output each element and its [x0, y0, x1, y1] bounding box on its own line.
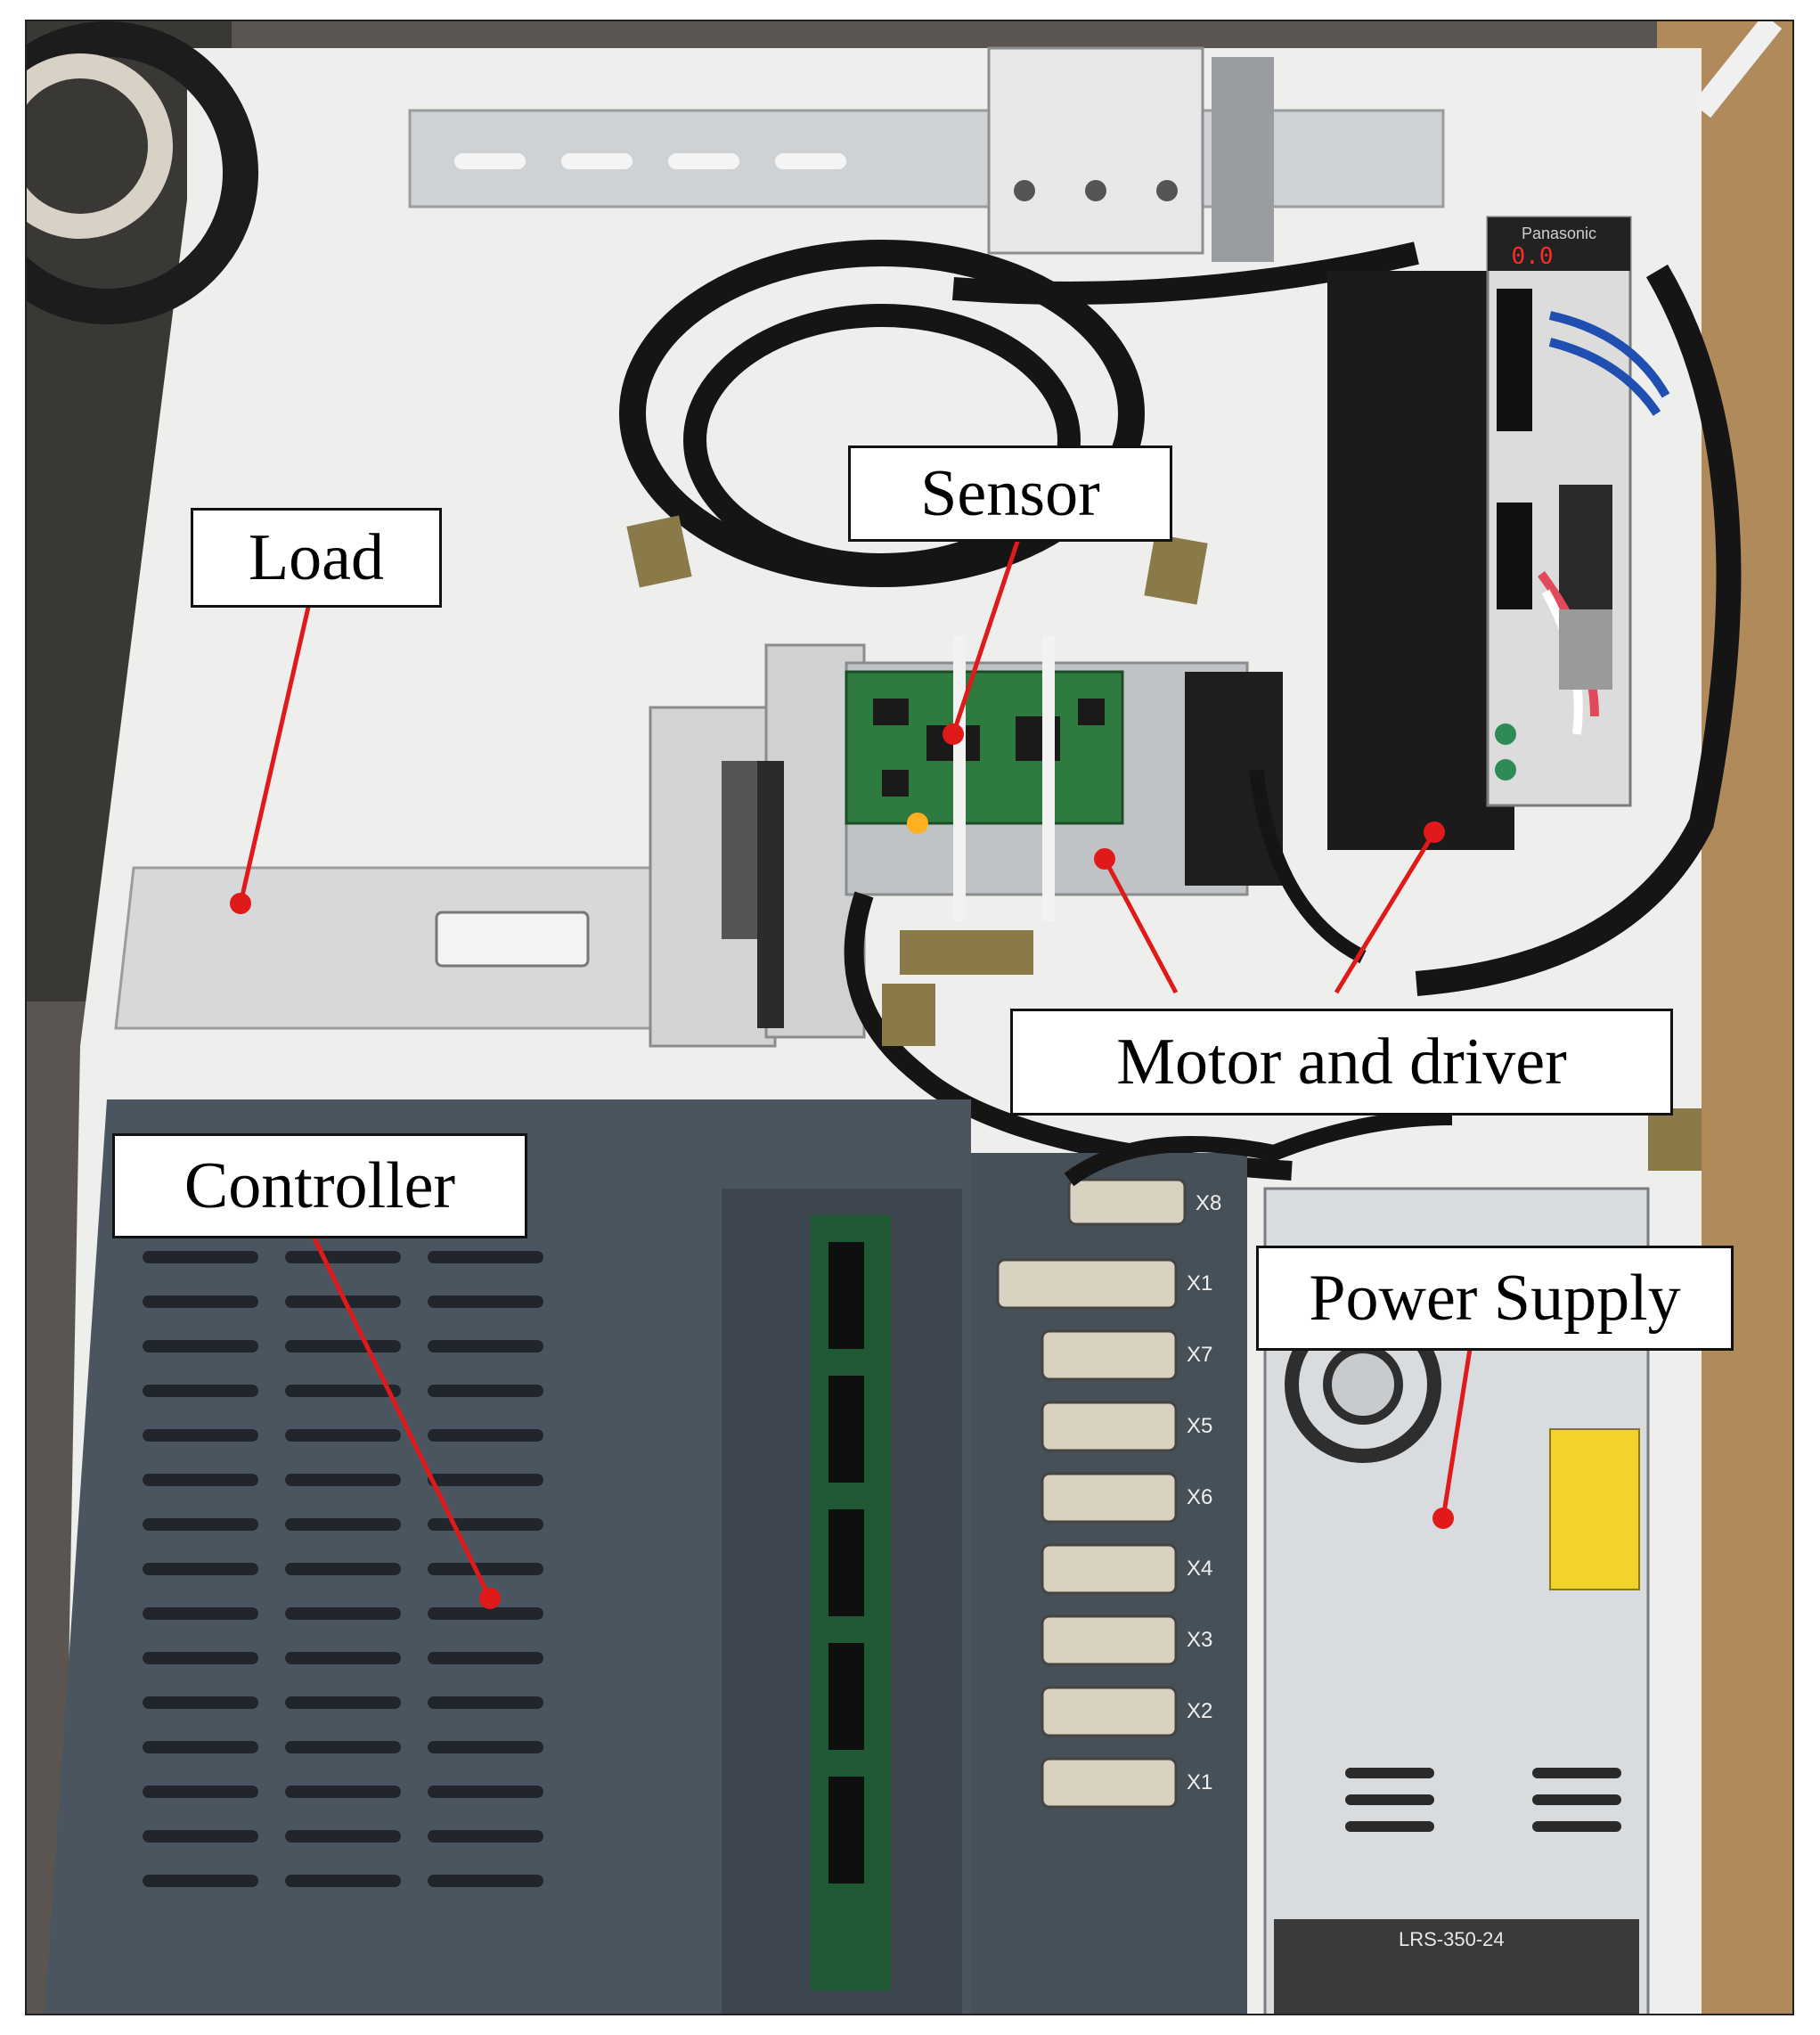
- port-label: X5: [1187, 1414, 1212, 1438]
- port-label: X1: [1187, 1271, 1212, 1295]
- lab-setup-photo: Panasonic 0.0: [25, 20, 1794, 2015]
- label-motor-and-driver: Motor and driver: [1010, 1009, 1673, 1116]
- cable-coil: [27, 21, 258, 324]
- warning-label: [1549, 1428, 1640, 1590]
- port-label: X7: [1187, 1343, 1212, 1367]
- label-load: Load: [191, 508, 442, 608]
- circuit-breaker: [987, 46, 1204, 255]
- sensor-board: [845, 670, 1124, 825]
- terminal-block: [1212, 57, 1274, 262]
- port-label: X8: [1196, 1191, 1221, 1215]
- dsub-ports: [996, 1178, 1187, 1809]
- label-controller: Controller: [112, 1133, 527, 1238]
- leader-lines: [238, 519, 1473, 1600]
- port-label: X6: [1187, 1485, 1212, 1509]
- port-label: X3: [1187, 1628, 1212, 1652]
- label-power-supply: Power Supply: [1256, 1246, 1734, 1351]
- driver-brand: Panasonic: [1522, 225, 1596, 242]
- psu-model: LRS-350-24: [1399, 1928, 1505, 1950]
- port-label: X1: [1187, 1770, 1212, 1794]
- leader-dots: [230, 723, 1454, 1609]
- driver-display: 0.0: [1512, 243, 1554, 270]
- port-label: X4: [1187, 1557, 1212, 1581]
- port-label: X2: [1187, 1699, 1212, 1723]
- servo-driver-heatsink: [1327, 271, 1514, 850]
- label-sensor: Sensor: [848, 445, 1172, 542]
- photo-scene: Panasonic 0.0: [27, 21, 1792, 2014]
